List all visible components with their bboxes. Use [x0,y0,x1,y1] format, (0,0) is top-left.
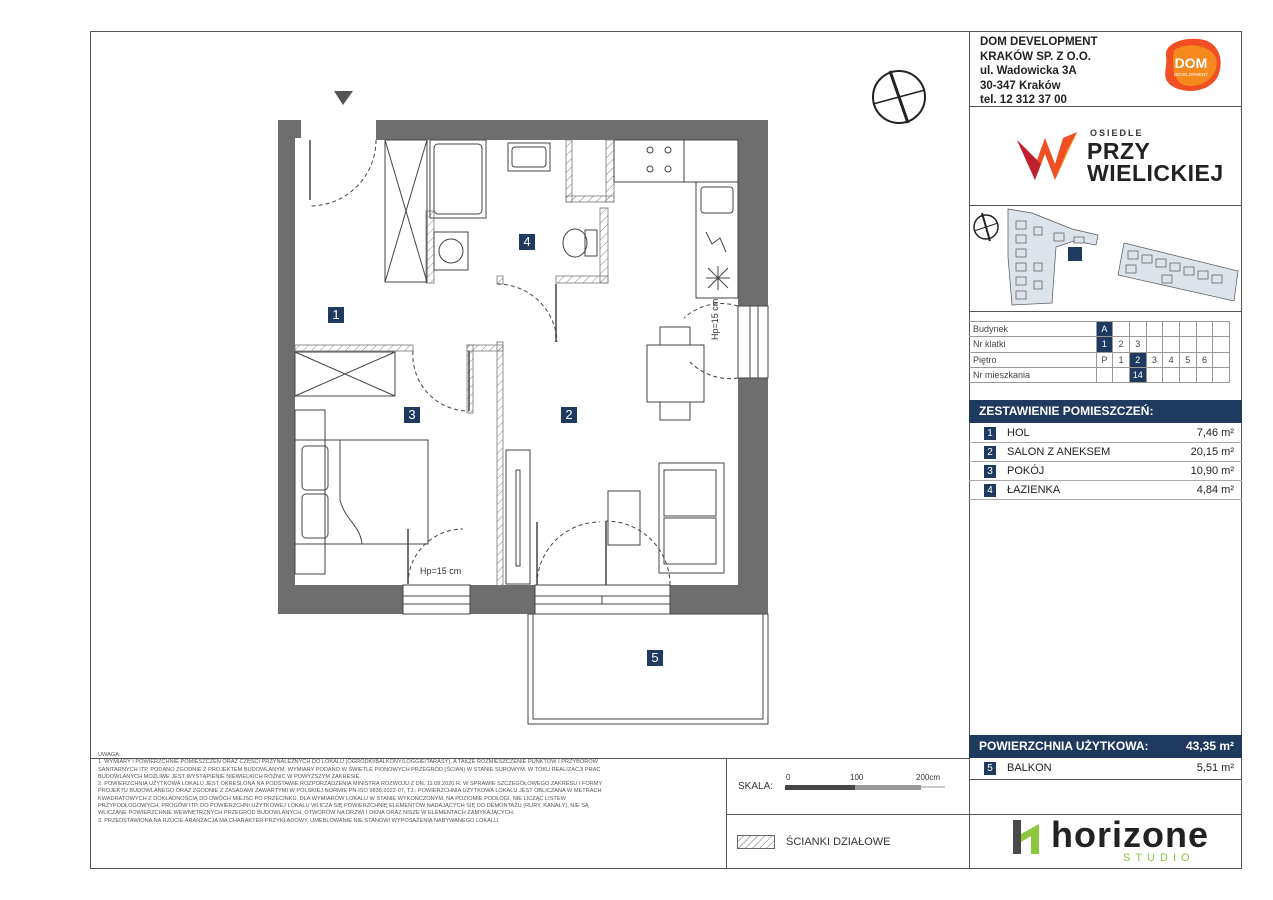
legend-label: ŚCIANKI DZIAŁOWE [786,836,891,848]
scale-mid: 100 [850,773,864,782]
bedroom-furniture [294,351,429,575]
dining-table [646,326,705,421]
keyplan-compass-icon [973,212,999,242]
horizone-sub: STUDIO [1123,852,1195,864]
company-name-2: KRAKÓW SP. Z O.O. [980,50,1091,63]
rooms-header: ZESTAWIENIE POMIESZCZEŃ: [969,400,1242,423]
sheet-frame [90,31,1242,869]
bathroom-fixtures [384,139,598,283]
dom-logo-word: DOM [1175,55,1208,71]
sofa [607,462,725,574]
scale-bar [785,785,945,790]
total-area-header: POWIERZCHNIA UŻYTKOWA: 43,35 m² [969,735,1242,758]
notes-divider [726,758,727,869]
outer-walls [278,120,768,614]
balcony-divider [969,779,1242,780]
legend-divider [726,814,1242,815]
room-badge-balkon: 5 [647,650,663,666]
kitchen [613,139,739,299]
scale-max: 200cm [916,773,941,782]
estate-brand-line2: WIELICKIEJ [1087,160,1224,186]
keyplan-building-a [1007,208,1099,306]
room-badge-pokoj: 3 [404,407,420,423]
estate-logo-icon [1017,132,1077,180]
keyplan-divider [969,311,1242,312]
compass-icon [872,70,926,124]
footer-divider [90,758,970,759]
room-badge-salon: 2 [561,407,577,423]
total-area-label: POWIERZCHNIA UŻYTKOWA: [979,739,1149,753]
door-leaves [309,140,607,585]
total-area-value: 43,35 m² [1185,739,1234,753]
brand-divider [969,205,1242,206]
scale-zero: 0 [786,773,791,782]
estate-brand-line1: PRZY [1087,138,1151,164]
header-divider [969,106,1242,107]
scale-label: SKALA: [738,781,774,792]
balcony [527,613,769,725]
dom-development-logo: DOM DEVELOPMENT [1165,38,1221,91]
notes: UWAGA:1. WYMIARY I POWIERZCHNIE POMIESZC… [98,752,603,824]
wardrobe [505,449,531,585]
company-street: ul. Wadowicka 3A [980,65,1077,77]
room-badge-hol: 1 [328,307,344,323]
partition-hatch-icon [737,835,775,849]
floor-plan [278,91,769,725]
horizone-mark-icon [1013,820,1039,854]
right-panel-divider [969,31,970,869]
estate-brand-small: OSIEDLE [1090,128,1144,138]
company-info: DOM DEVELOPMENT KRAKÓW SP. Z O.O. ul. Wa… [980,35,1098,108]
horizone-word: horizone [1051,814,1209,855]
windows [402,305,769,615]
company-phone: tel. 12 312 37 00 [980,94,1067,106]
sill-height-label: Hp=15 cm [420,566,462,576]
company-name: DOM DEVELOPMENT [980,36,1098,48]
company-city: 30-347 Kraków [980,79,1061,92]
keyplan-apartment-marker [1068,247,1082,261]
partition-walls [294,139,615,587]
sill-height-label-vertical: Hp=15 cm [710,298,720,340]
dom-logo-sub: DEVELOPMENT [1174,72,1208,77]
key-plan [973,208,1239,306]
room-badge-lazienka: 4 [519,234,535,250]
keyplan-building-b [1117,242,1239,302]
entrance-arrow-icon [334,91,353,105]
